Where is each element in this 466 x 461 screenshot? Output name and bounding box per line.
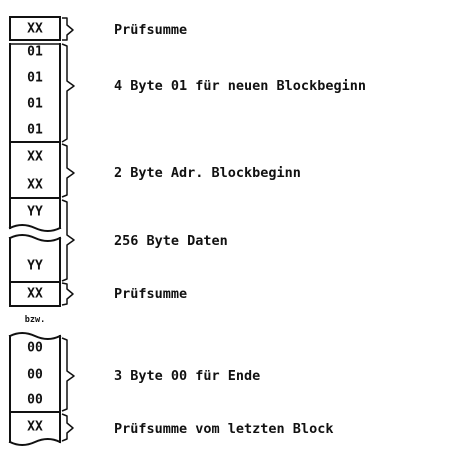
end-group: 00 00 00 — [8, 332, 62, 413]
brace-icon — [61, 43, 75, 143]
cell-label: 00 — [27, 393, 43, 408]
cell-label: 01 — [27, 123, 43, 138]
brace-icon — [61, 413, 74, 442]
cell-label: XX — [27, 22, 43, 37]
description-checksum: Prüfsumme — [114, 286, 187, 302]
description-block-start: 4 Byte 01 für neuen Blockbeginn — [114, 78, 366, 94]
description-address: 2 Byte Adr. Blockbeginn — [114, 165, 301, 181]
brace-icon — [61, 282, 74, 306]
block-start-group: 01 01 01 01 — [9, 43, 61, 143]
cell-label: XX — [27, 150, 43, 165]
checksum-cell-top: XX — [9, 16, 61, 45]
brace-icon — [62, 17, 74, 41]
description-data: 256 Byte Daten — [114, 233, 228, 249]
cell-label: 01 — [27, 97, 43, 112]
cell-label: 00 — [27, 368, 43, 383]
checksum-cell-middle: XX — [9, 281, 61, 307]
brace-icon — [61, 199, 75, 282]
data-group: YY YY — [8, 197, 62, 283]
cell-label: XX — [27, 178, 43, 193]
cell-label: 01 — [27, 71, 43, 86]
cell-label: XX — [27, 420, 43, 435]
description-last-checksum: Prüfsumme vom letzten Block — [114, 421, 333, 437]
description-end: 3 Byte 00 für Ende — [114, 368, 260, 384]
cell-label: 01 — [27, 45, 43, 60]
cell-label: YY — [27, 259, 43, 274]
address-group: XX XX — [9, 141, 61, 199]
cell-label: YY — [27, 205, 43, 220]
description-checksum: Prüfsumme — [114, 22, 187, 38]
bzw-label: bzw. — [25, 315, 45, 325]
checksum-cell-last: XX — [8, 411, 62, 446]
cell-label: 00 — [27, 341, 43, 356]
cell-label: XX — [27, 287, 43, 302]
brace-icon — [61, 143, 75, 198]
brace-icon — [61, 337, 75, 412]
